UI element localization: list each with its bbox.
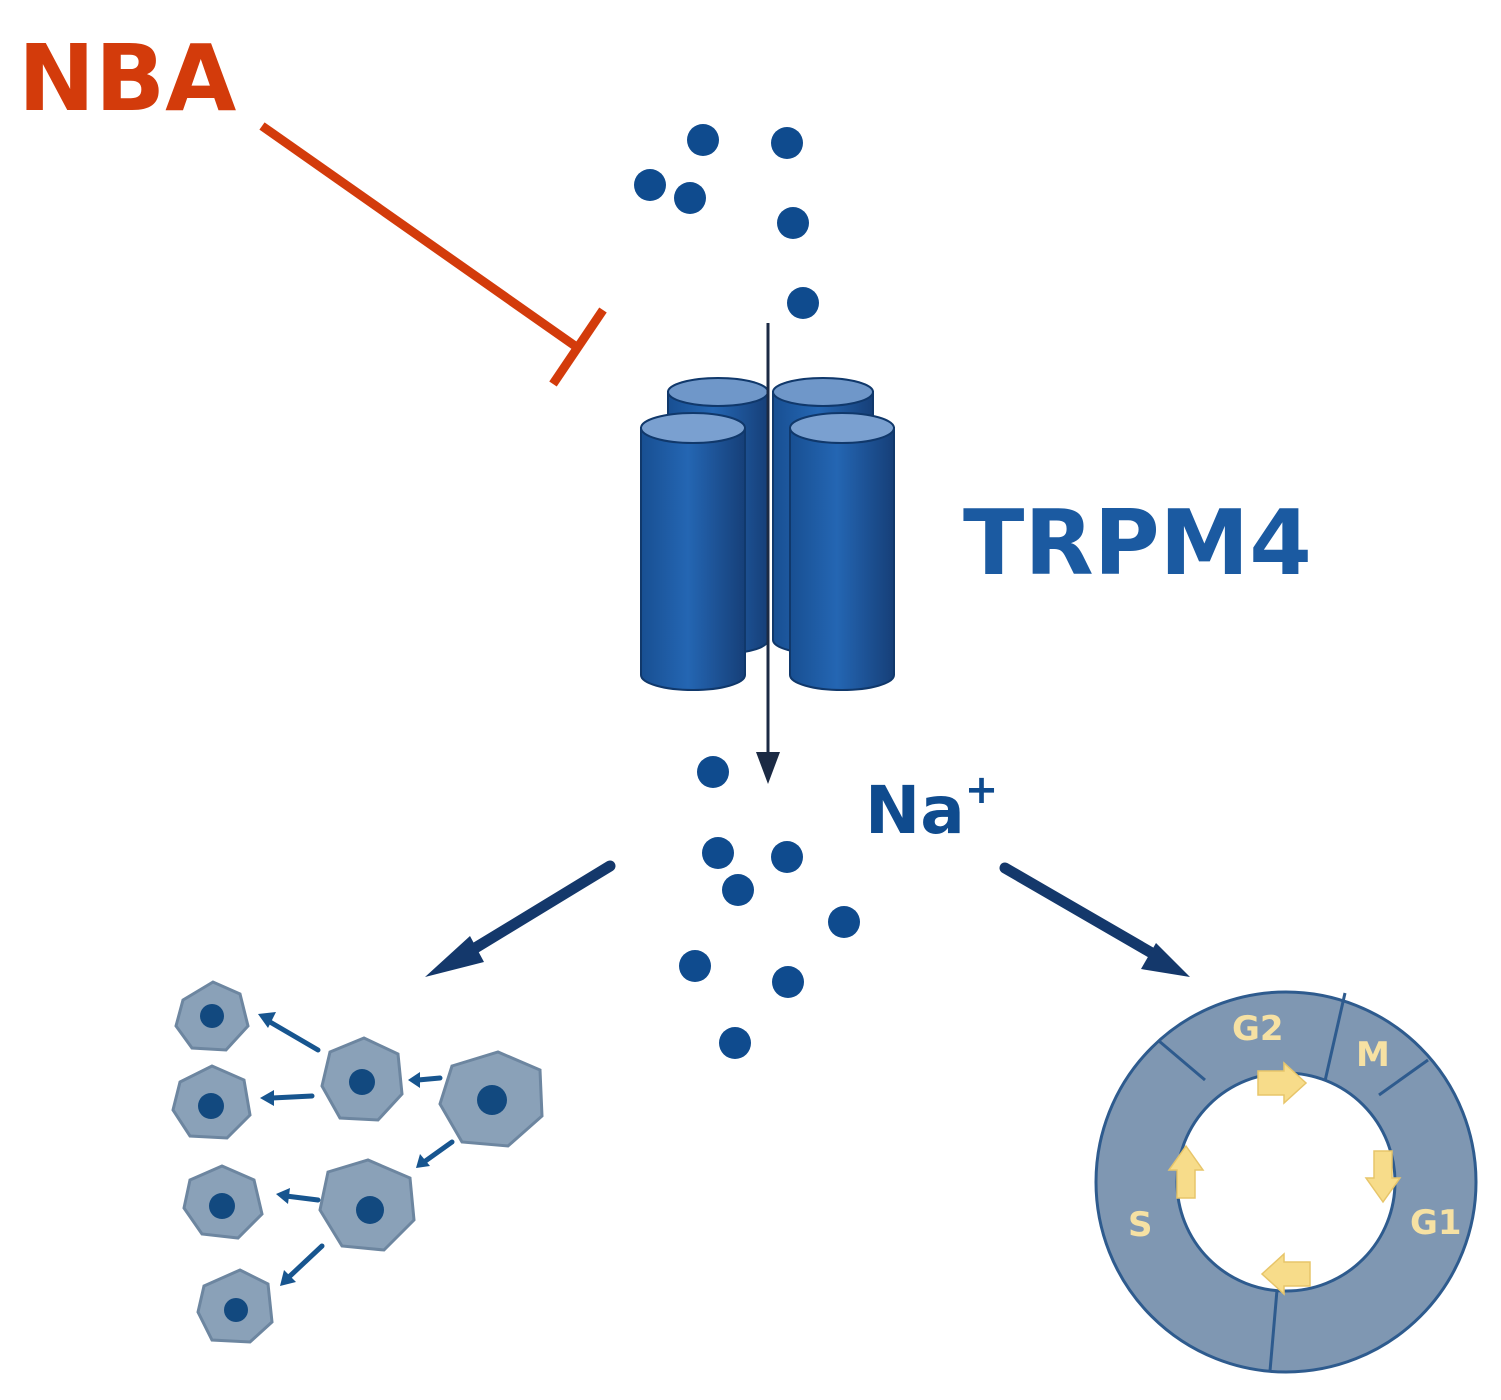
nba-label: NBA — [18, 25, 236, 132]
extracellular-ions — [634, 124, 819, 319]
cell-proliferation — [171, 980, 544, 1344]
arrowhead-left — [425, 936, 484, 977]
phase-s: S — [1128, 1205, 1153, 1245]
na-label: Na+ — [865, 767, 998, 849]
trpm4-channel — [640, 377, 895, 691]
division-arrows — [267, 1019, 455, 1279]
division-arrowheads — [258, 1012, 430, 1286]
intracellular-ions — [679, 756, 860, 1059]
phase-g1: G1 — [1410, 1203, 1462, 1243]
inhibition-line — [259, 122, 607, 387]
trpm4-label: TRPM4 — [963, 491, 1312, 596]
ion-flow-arrowhead — [756, 752, 780, 784]
arrow-left-icon — [1260, 1252, 1311, 1296]
cell-cycle-arrows — [1167, 1061, 1402, 1296]
arrowhead-right — [1141, 943, 1190, 977]
cell-cycle: G2 M G1 S — [1094, 990, 1478, 1374]
phase-m: M — [1356, 1035, 1390, 1075]
cell-icon — [171, 980, 544, 1344]
arrow-up-icon — [1167, 1144, 1205, 1199]
cell-cycle-dividers — [1158, 992, 1429, 1372]
outcome-arrows — [456, 860, 1156, 962]
cell-nucleus — [198, 1004, 507, 1322]
cell-cycle-ring — [1094, 990, 1478, 1374]
na-charge: + — [965, 767, 999, 813]
arrow-down-icon — [1364, 1150, 1402, 1204]
arrow-right-icon — [1257, 1061, 1308, 1105]
phase-g2: G2 — [1232, 1009, 1284, 1049]
